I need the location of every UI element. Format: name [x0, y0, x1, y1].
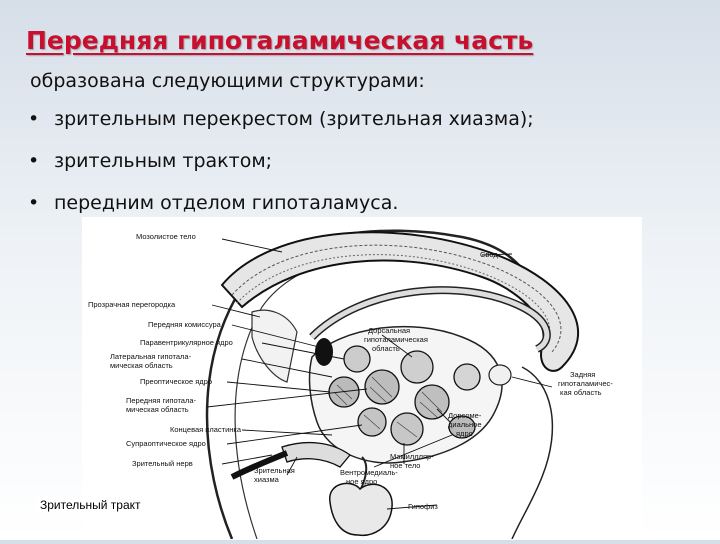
anterior-commissure	[315, 338, 333, 366]
hypothalamus-diagram: Мозолистое тело Свод Прозрачная перегоро…	[82, 217, 642, 539]
label-fornix: Свод	[480, 250, 498, 259]
slide-title: Передняя гипоталамическая часть	[26, 26, 533, 55]
label-anterior-hyp-1: Передняя гипотала-	[126, 396, 197, 405]
label-supraoptic: Супраоптическое ядро	[126, 439, 206, 448]
bullet-list: •зрительным перекрестом (зрительная хиаз…	[28, 104, 534, 230]
label-posterior-hyp-3: кая область	[560, 388, 602, 397]
label-dorsomedial-3: ядро	[456, 429, 473, 438]
hypophysis	[330, 483, 392, 535]
bullet-dot-icon: •	[28, 104, 54, 134]
label-septum: Прозрачная перегородка	[88, 300, 176, 309]
bullet-dot-icon: •	[28, 146, 54, 176]
label-preoptic: Преоптическое ядро	[140, 377, 212, 386]
bullet-dot-icon: •	[28, 188, 54, 218]
label-chiasm-1: Зрительная	[254, 466, 295, 475]
label-dorsal-hyp-2: гипоталамическая	[364, 335, 428, 344]
bullet-item: •зрительным перекрестом (зрительная хиаз…	[28, 104, 534, 146]
paraventricular-nucleus	[344, 346, 370, 372]
ventromedial-nucleus	[391, 413, 423, 445]
label-ventromedial-2: ное ядро	[346, 477, 377, 486]
bullet-text: передним отделом гипоталамуса.	[54, 192, 398, 214]
bullet-text: зрительным трактом;	[54, 150, 272, 172]
label-dorsal-hyp-3: область	[372, 344, 400, 353]
label-optic-nerve: Зрительный нерв	[132, 459, 193, 468]
label-mamillary-1: Мамиллляр-	[390, 452, 434, 461]
pineal-region	[489, 365, 511, 385]
label-lateral-hyp-1: Латеральная гипотала-	[110, 352, 192, 361]
label-dorsomedial-2: диальное	[448, 420, 482, 429]
label-corpus-callosum: Мозолистое тело	[136, 232, 196, 241]
dorsal-hypothalamic-nucleus	[401, 351, 433, 383]
label-lateral-hyp-2: мическая область	[110, 361, 173, 370]
label-dorsomedial-1: Дорсоме-	[448, 411, 482, 420]
label-posterior-hyp-2: гипоталамичес-	[558, 379, 613, 388]
bullet-text: зрительным перекрестом (зрительная хиазм…	[54, 108, 534, 130]
label-terminal-lamina: Концевая пластинка	[170, 425, 242, 434]
label-dorsal-hyp-1: Дорсальная	[368, 326, 410, 335]
septum-pellucidum	[252, 310, 297, 382]
posterior-hypothalamic-nucleus	[454, 364, 480, 390]
label-hypophysis: Гипофиз	[408, 502, 438, 511]
label-ventromedial-1: Вентромедиаль-	[340, 468, 398, 477]
label-posterior-hyp-1: Задняя	[570, 370, 595, 379]
hypothalamus-diagram-svg: Мозолистое тело Свод Прозрачная перегоро…	[82, 217, 642, 539]
label-anterior-commissure: Передняя комиссура	[148, 320, 222, 329]
bullet-item: •зрительным трактом;	[28, 146, 534, 188]
label-chiasm-2: хиазма	[254, 475, 280, 484]
label-anterior-hyp-2: мическая область	[126, 405, 189, 414]
label-paraventricular: Паравентрикулярное ядро	[140, 338, 233, 347]
slide-subtitle: образована следующими структурами:	[30, 70, 425, 92]
brainstem-outline	[512, 367, 552, 539]
figure-caption: Зрительный тракт	[36, 497, 145, 513]
